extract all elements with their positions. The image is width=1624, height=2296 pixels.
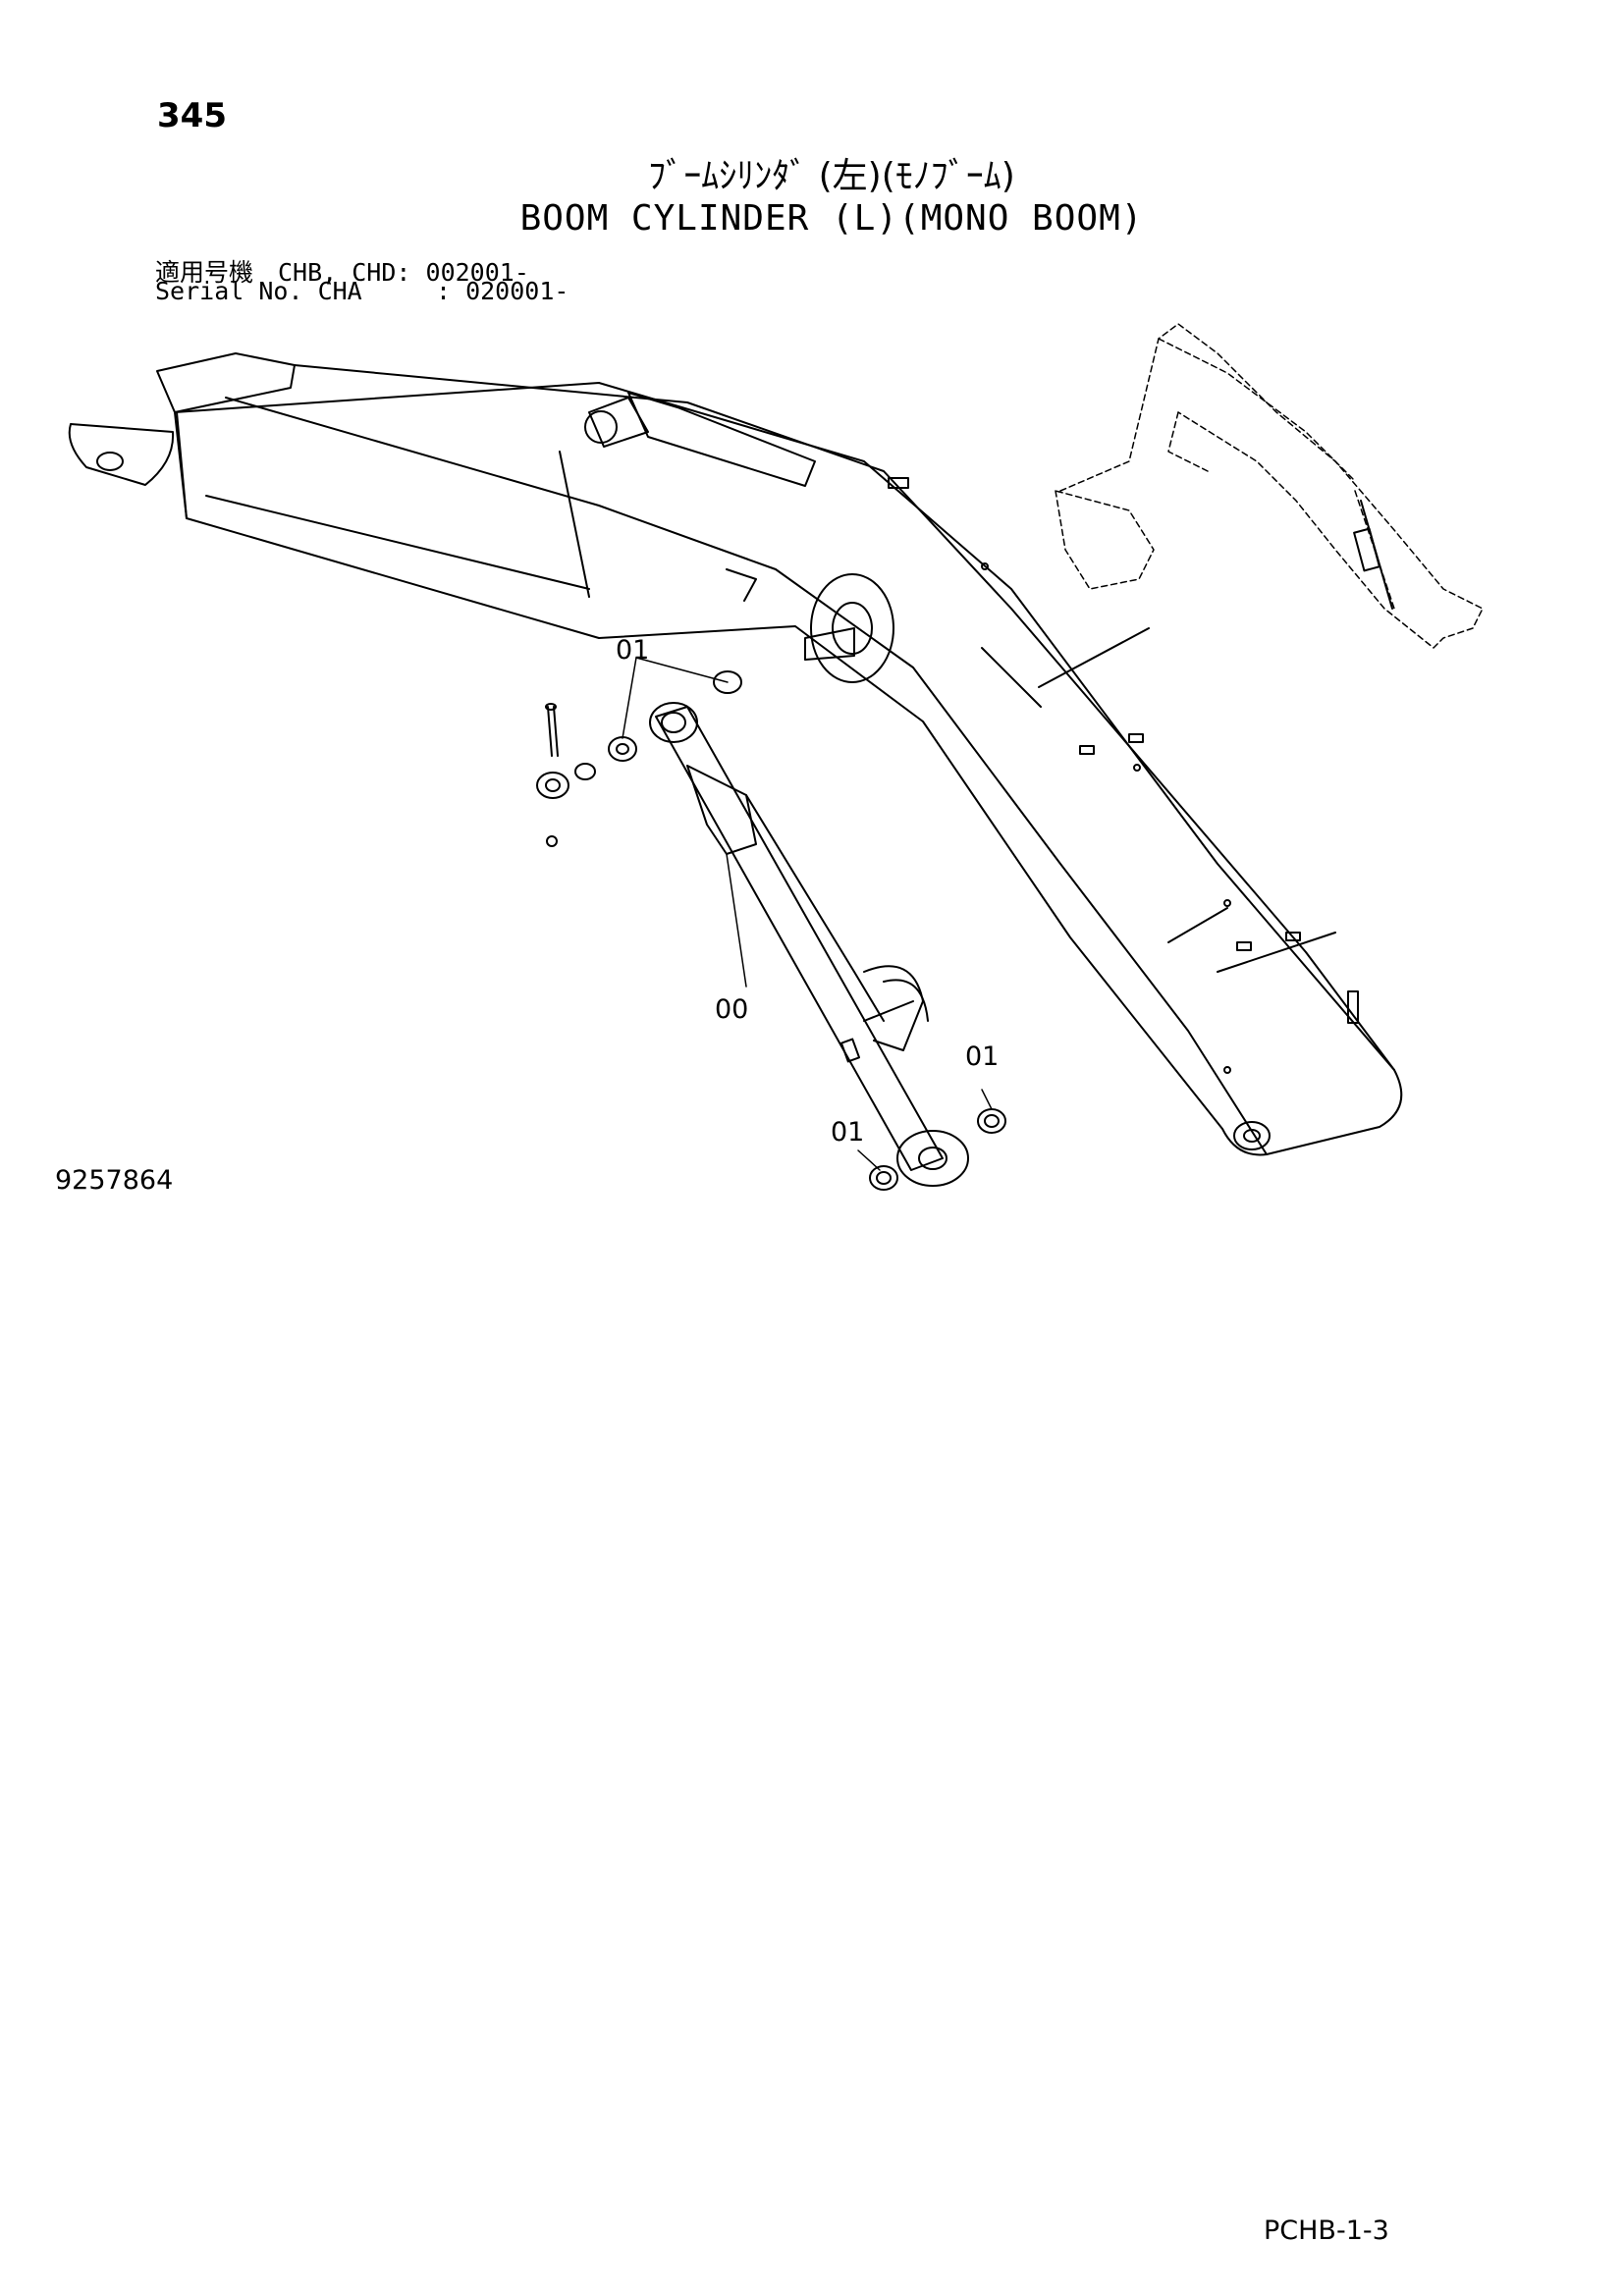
pin-washer-nut-parts <box>536 703 596 847</box>
bushing-parts-01 <box>608 670 1006 1191</box>
title-english: BOOM CYLINDER (L)(MONO BOOM) <box>519 198 1144 239</box>
applicability-line-2: Serial No. CHA : 020001- <box>155 277 569 305</box>
callout-label: 01 <box>965 1041 1000 1072</box>
boom-cylinder-exploded-drawing <box>68 323 1484 1191</box>
callout-label: 01 <box>831 1117 865 1148</box>
excavator-reference-sketch <box>1055 323 1484 649</box>
title-japanese: ﾌﾞｰﾑｼﾘﾝﾀﾞ (左)(ﾓﾉﾌﾞｰﾑ) <box>648 156 1015 196</box>
callout-label: 00 <box>715 994 749 1025</box>
reference-cylinder-icon <box>1353 500 1393 610</box>
drawing-id: 9257864 <box>55 1165 174 1196</box>
catalog-code: PCHB-1-3 <box>1264 2216 1389 2246</box>
page-number: 345 <box>157 96 227 135</box>
boom-cylinder-part-00 <box>649 702 969 1187</box>
boom-arm-drawing <box>68 352 1403 1156</box>
callout-label: 01 <box>616 635 650 666</box>
callout-leader-lines <box>622 657 993 1171</box>
applicability-line-1: 適用号機 CHB, CHD: 002001- <box>155 258 529 287</box>
